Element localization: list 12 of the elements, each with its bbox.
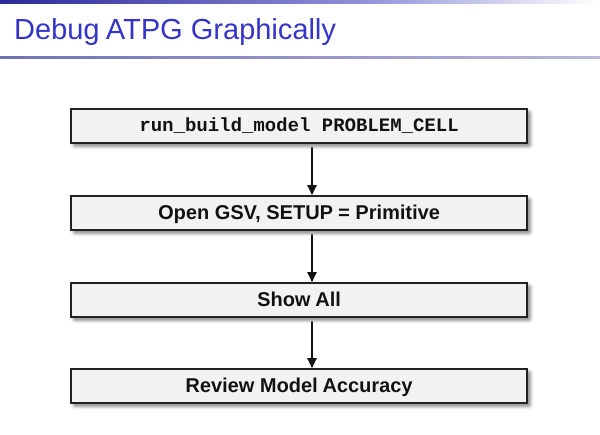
step-text: run_build_model PROBLEM_CELL (139, 115, 459, 137)
process-box (70, 282, 528, 318)
process-box (70, 195, 528, 231)
arrow (307, 147, 317, 195)
process-box (70, 108, 528, 144)
step-text: Review Model Accuracy (185, 374, 413, 398)
step-text: Show All (257, 288, 341, 312)
slide-title: Debug ATPG Graphically (14, 14, 336, 47)
step-text: Open GSV, SETUP = Primitive (158, 202, 440, 224)
arrow (307, 234, 317, 282)
process-box (70, 368, 528, 404)
arrow (307, 321, 317, 368)
